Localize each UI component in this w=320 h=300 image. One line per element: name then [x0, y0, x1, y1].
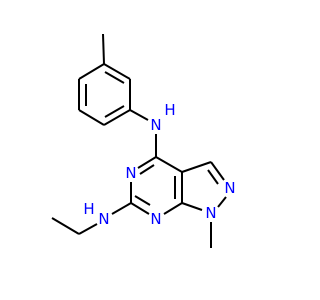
atom-label-h: H: [83, 200, 94, 218]
bond: [217, 196, 227, 208]
bond: [137, 156, 157, 169]
bond: [104, 71, 125, 84]
molecule-diagram: N H N N: [51, 33, 236, 248]
bond: [103, 63, 131, 80]
bond: [78, 109, 105, 126]
bond: [155, 156, 183, 173]
bond: [104, 105, 125, 118]
bond: [103, 109, 131, 126]
structure-canvas: N H N N: [51, 33, 236, 248]
bond: [207, 169, 219, 185]
bond: [181, 202, 203, 211]
bond: [130, 202, 150, 215]
bond: [51, 217, 80, 235]
bond: [78, 63, 105, 80]
bond: [129, 109, 149, 121]
atom-label-h: H: [164, 101, 175, 119]
atom-label-n: N: [150, 116, 161, 134]
bond: [139, 164, 155, 175]
bond: [78, 223, 98, 235]
bond: [181, 161, 212, 173]
tolyl-ring: [78, 33, 149, 126]
amine-aryl: N H: [150, 101, 176, 157]
atom-label-n: N: [125, 164, 136, 182]
bond: [163, 202, 183, 215]
bond: [111, 202, 132, 215]
atom-label-n: N: [205, 204, 216, 222]
atom-label-n: N: [150, 210, 161, 228]
pyrimidine-ring: N N: [125, 156, 183, 228]
bond: [102, 33, 105, 65]
atom-label-n: N: [98, 210, 109, 228]
atom-label-n: N: [224, 179, 235, 197]
bond: [210, 161, 225, 181]
pyrazole-ring: N N: [181, 161, 236, 248]
amine-ethyl: N H: [51, 200, 132, 235]
bond: [134, 195, 151, 206]
